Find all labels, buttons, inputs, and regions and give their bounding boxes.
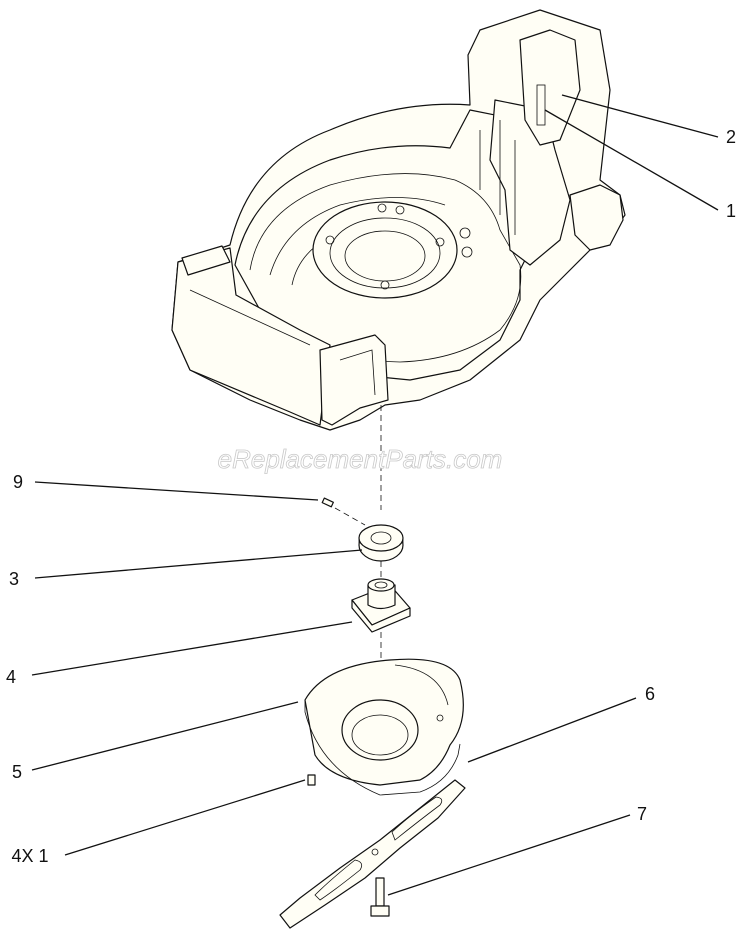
leader-9	[34, 481, 319, 501]
callout-7: 7	[637, 804, 647, 824]
part-4-blade-adapter	[351, 578, 411, 633]
leader-4x1	[64, 779, 306, 856]
part-5-blade-shield	[304, 658, 464, 796]
leader-1	[544, 109, 719, 211]
callout-6: 6	[645, 684, 655, 704]
leader-4	[31, 621, 353, 676]
part-1-mounting-bolt	[307, 774, 316, 786]
part-7-blade-bolt	[370, 877, 390, 917]
callout-4: 4	[6, 667, 16, 687]
mower-deck-housing	[171, 9, 626, 510]
callout-2: 2	[726, 127, 736, 147]
callout-9: 9	[13, 472, 23, 492]
leader-5	[31, 701, 299, 771]
part-9-key	[321, 497, 334, 508]
leader-7	[387, 814, 631, 896]
leader-2	[561, 94, 719, 138]
callout-labels: 2 1 9 3 4 6 5 7 4X 1	[6, 127, 736, 866]
leader-lines	[31, 94, 719, 896]
part-3-bearing	[358, 524, 404, 562]
callout-3: 3	[9, 569, 19, 589]
callout-4x1: 4X 1	[11, 846, 48, 866]
leader-3	[34, 549, 363, 579]
callout-1: 1	[726, 201, 736, 221]
watermark-text: eReplacementParts.com	[218, 444, 503, 474]
part-6-mower-blade	[279, 779, 466, 929]
leader-6	[467, 697, 637, 763]
callout-5: 5	[12, 762, 22, 782]
